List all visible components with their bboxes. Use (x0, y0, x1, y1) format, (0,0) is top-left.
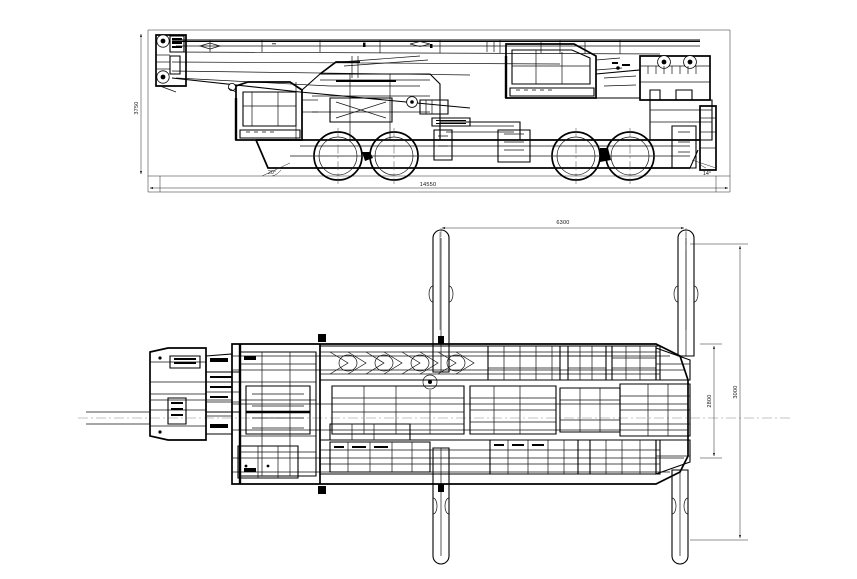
outrigger-rear-right (671, 469, 689, 565)
boom-head-sheaves (155, 34, 187, 93)
operator-cab-side (227, 81, 318, 141)
plan-detail-marks (86, 334, 444, 494)
dim-overall-height: 3750 (134, 101, 140, 114)
dim-chassis-width: 2800 (707, 394, 713, 407)
superstructure-side (301, 55, 449, 141)
side-elevation-view: 3750 14550 (134, 29, 731, 193)
outrigger-rear-left (432, 447, 450, 565)
angle-departure-rear: 14° (703, 171, 711, 177)
plan-view: 6300 2800 3000 (78, 220, 790, 565)
outrigger-front-right (673, 228, 699, 357)
side-view-angle-annotations: 20° 14° (261, 159, 717, 177)
driver-cab-side (504, 43, 641, 99)
angle-departure-front: 20° (268, 170, 276, 176)
rear-engine-block-plan (331, 347, 691, 475)
outrigger-front-left (428, 228, 454, 373)
rear-deck-counterweight-side (639, 55, 717, 171)
dim-outrigger-span: 6300 (556, 220, 569, 226)
outriggers-plan (428, 228, 699, 565)
side-view-dimension-frame: 3750 14550 (134, 29, 731, 193)
plan-width-dimensions: 2800 3000 (690, 243, 748, 541)
dim-overall-length: 14550 (420, 182, 437, 188)
superstructure-plan (205, 351, 317, 477)
dim-outrigger-base-width: 3000 (733, 385, 739, 398)
wheels-side (310, 128, 658, 184)
